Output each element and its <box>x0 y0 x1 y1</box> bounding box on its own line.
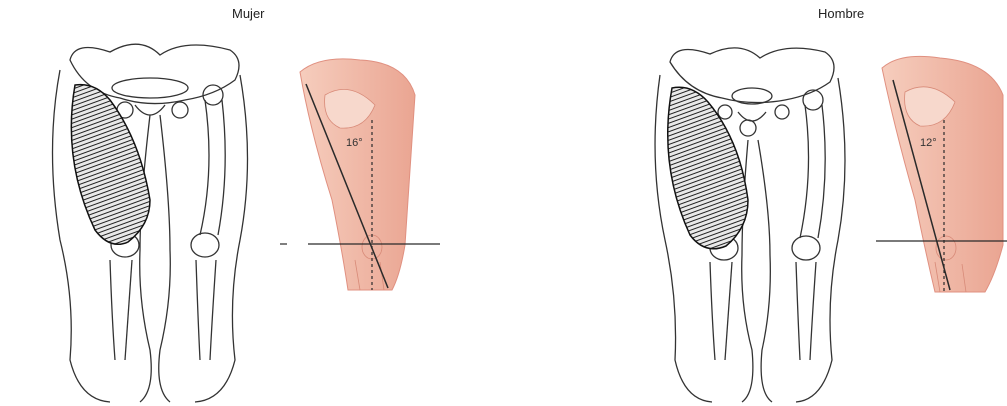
angle-label-male: 12° <box>920 137 937 149</box>
leg-illustration-female <box>300 59 415 290</box>
quadriceps-muscle-male <box>668 87 748 249</box>
angle-label-female: 16° <box>346 137 363 149</box>
leg-illustration-male <box>882 56 1003 292</box>
